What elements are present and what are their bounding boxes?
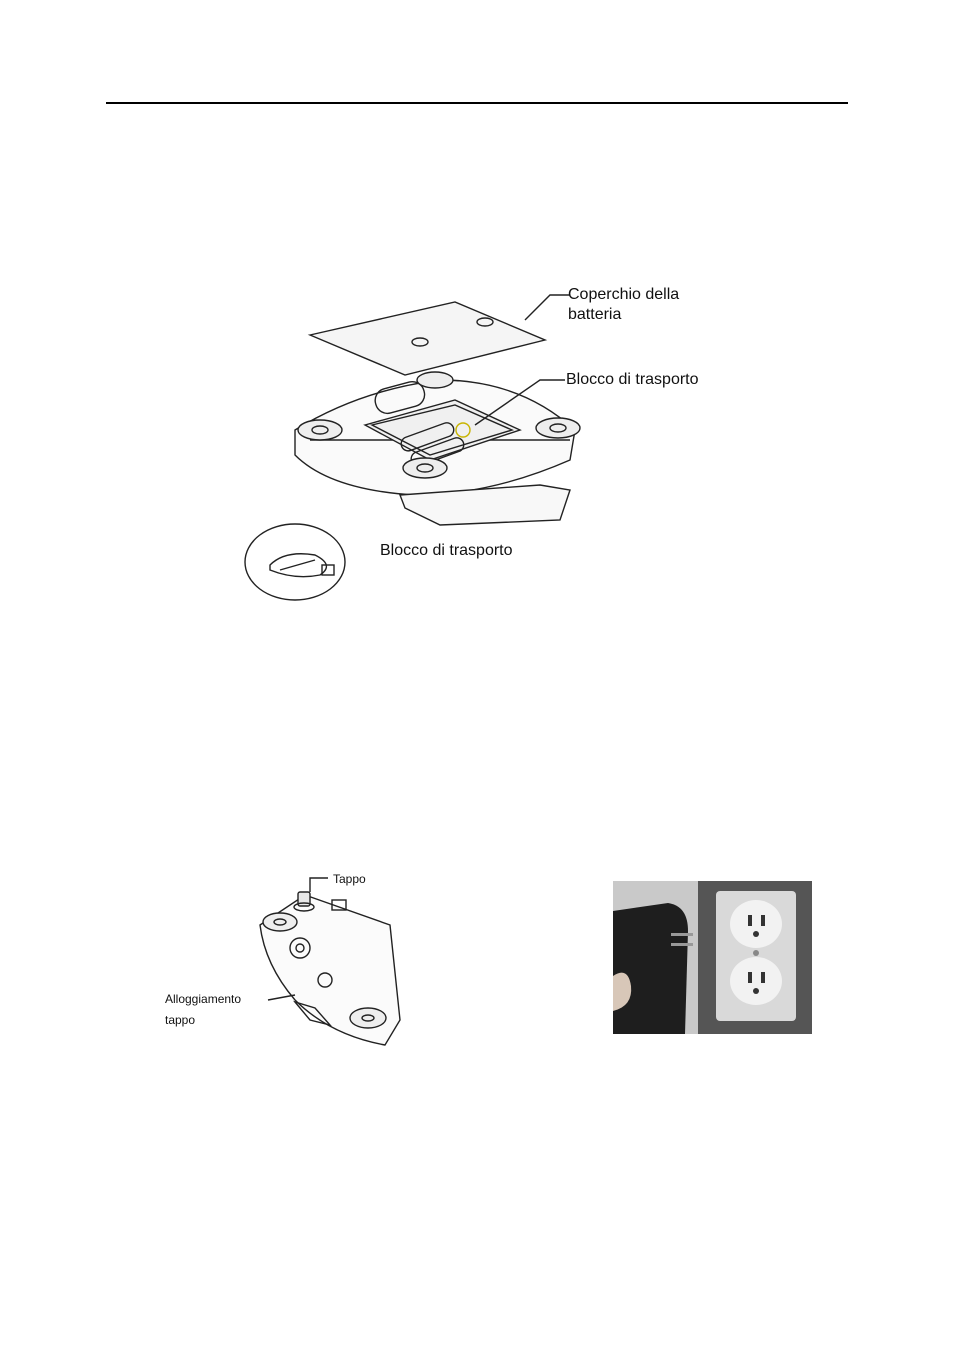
foot-back (417, 372, 453, 388)
foot-right (536, 418, 580, 438)
header-rule (106, 102, 848, 104)
label-cap-housing-2: tappo (165, 1013, 195, 1028)
foot-front (403, 458, 447, 478)
label-battery-cover-1: Coperchio della (568, 285, 679, 305)
label-battery-cover-2: batteria (568, 305, 621, 325)
power-adapter-outlet-photo (613, 881, 812, 1034)
label-transport-lock-inset: Blocco di trasporto (380, 541, 513, 561)
label-cap: Tappo (333, 872, 366, 887)
power-adapter (613, 903, 688, 1034)
label-transport-lock: Blocco di trasporto (566, 370, 699, 390)
transport-lock-inset (245, 524, 345, 600)
battery-cover (310, 302, 545, 375)
label-cap-housing-1: Alloggiamento (165, 992, 241, 1007)
cap-housing-diagram (240, 870, 420, 1050)
foot-left (298, 420, 342, 440)
